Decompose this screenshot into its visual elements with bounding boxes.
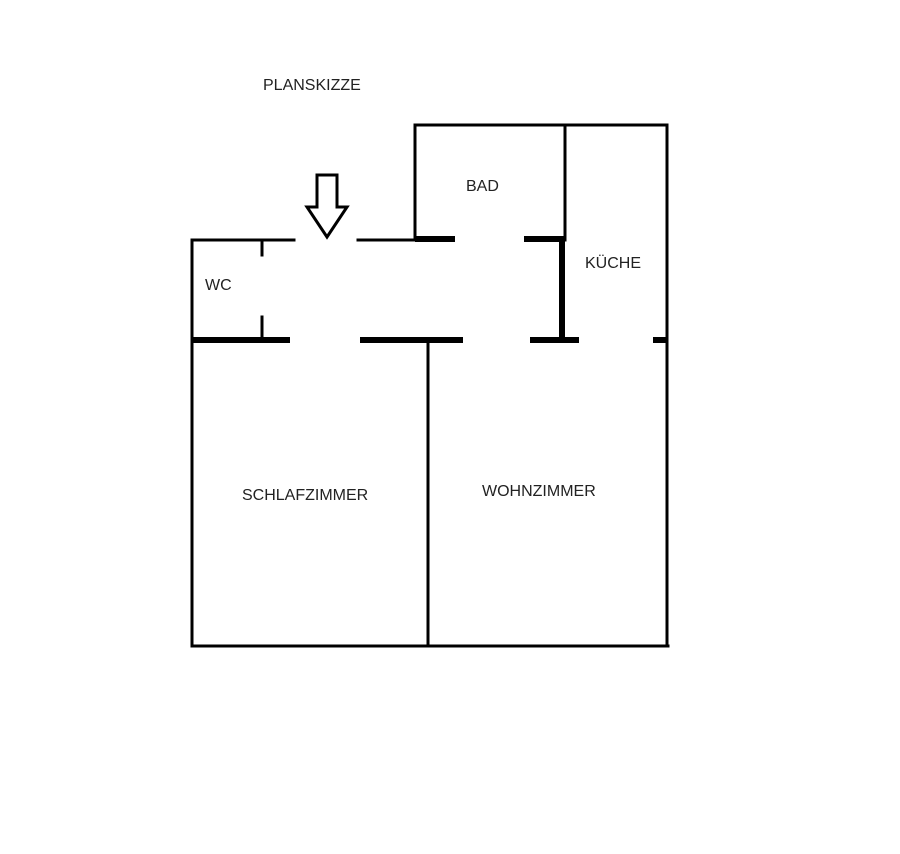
room-label-wohnzimmer: WOHNZIMMER	[482, 483, 596, 500]
thick-walls	[192, 236, 668, 343]
thin-walls	[190, 123, 670, 648]
room-label-kueche: KÜCHE	[585, 254, 641, 272]
entrance-arrow-icon	[304, 173, 350, 240]
room-label-schlafzimmer: SCHLAFZIMMER	[242, 487, 368, 504]
room-label-bad: BAD	[466, 178, 499, 195]
plan-title: PLANSKIZZE	[263, 77, 361, 94]
room-label-wc: WC	[205, 277, 232, 294]
